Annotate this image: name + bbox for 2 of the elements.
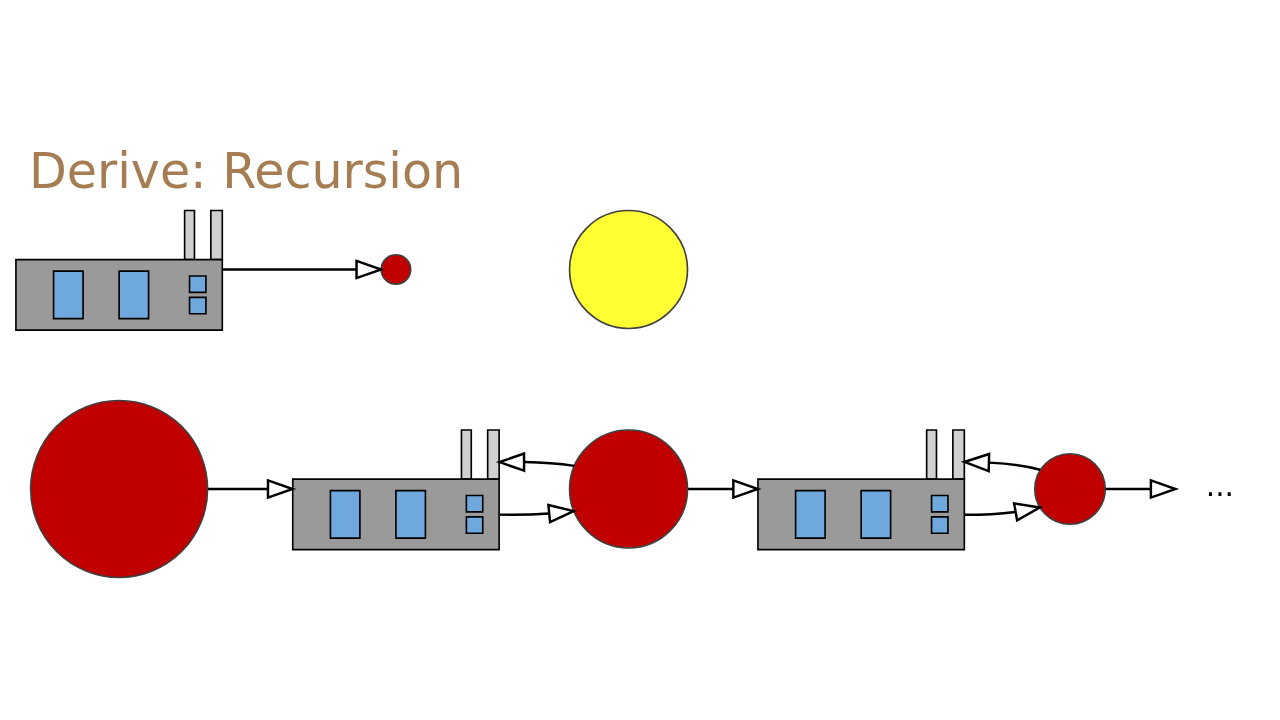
diagram-title: Derive: Recursion <box>28 142 464 201</box>
node-text: ... <box>1205 469 1234 504</box>
